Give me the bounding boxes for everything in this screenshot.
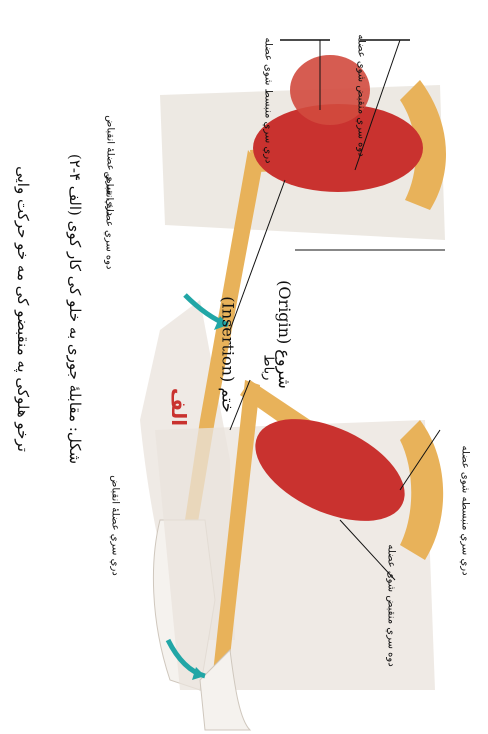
caption-line2: ترخو هلوکی په منقبضو کی مه خو حرکت وایی [14,166,32,452]
label-triceps-relaxed: دري سري منبسط شوی عضله [263,37,274,163]
label-triceps-name2: دوه سري عضلهٔ انقباض [103,172,114,270]
label-bottom-triceps: دري سري عضلهٔ انقباض [110,475,121,575]
label-alef: الف [167,388,191,426]
label-ligament: رباط [260,355,275,381]
label-bottom-biceps-relaxed: دري سري منبسطه شوی عضله [460,445,471,575]
bottom-arm-drawing [155,380,443,730]
label-biceps-origin: دوه سري منقبض شوی عضله [356,34,367,156]
caption-line1: (۲-۴ الف) شکل: مقابلۀ جوری به خلو کی کار… [66,154,84,464]
label-origin: (Origin) شروع [275,280,294,389]
label-bottom-biceps-contracted: دوه سري منقبض شوی عضله [386,544,397,666]
label-insertion: (Insertion) ختم [219,296,238,412]
